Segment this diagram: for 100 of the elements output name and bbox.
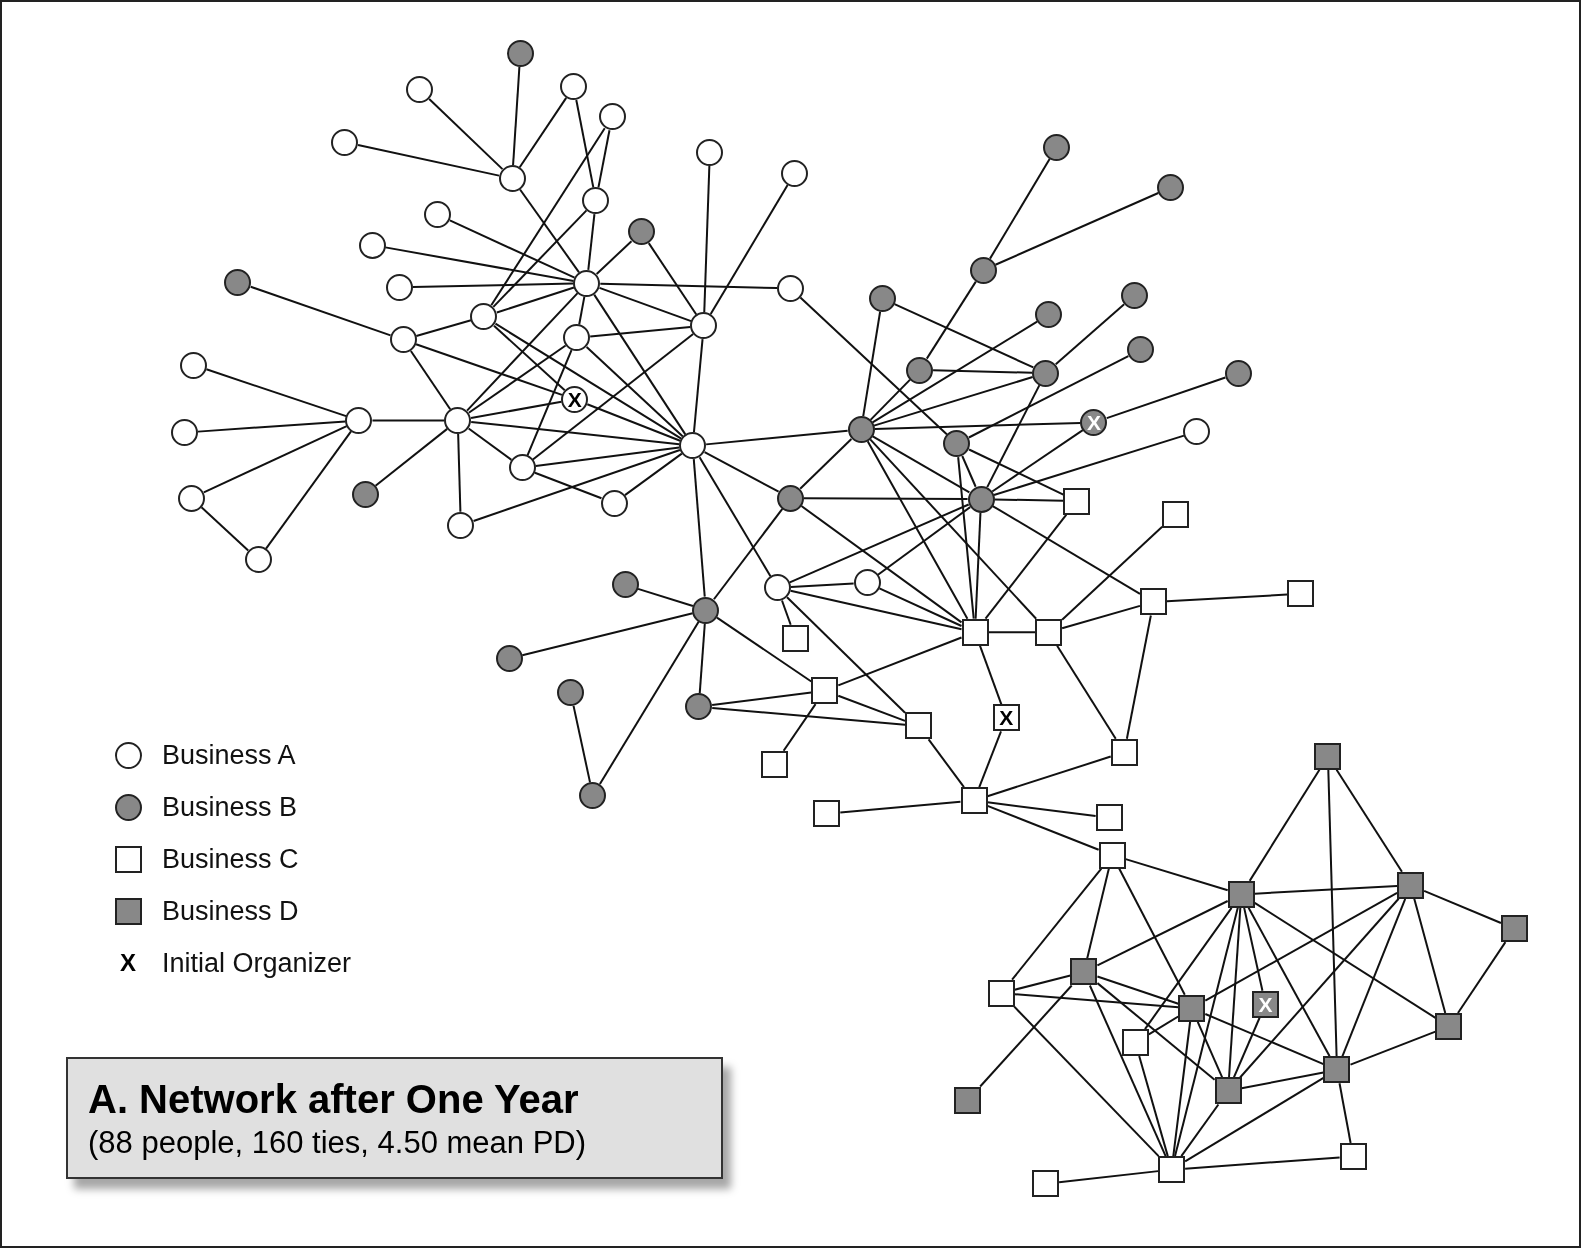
tie-line: [587, 213, 596, 271]
tie-line: [200, 506, 250, 552]
square-node: [905, 712, 933, 740]
tie-line: [1096, 900, 1229, 967]
tie-line: [1239, 897, 1400, 1079]
square-node: [1032, 1170, 1060, 1198]
tie-line: [1338, 1082, 1352, 1144]
tie-line: [589, 325, 692, 338]
tie-line: [1054, 303, 1126, 366]
tie-line: [492, 209, 588, 308]
tie-line: [374, 427, 449, 487]
tie-line: [512, 65, 521, 166]
tie-line: [531, 333, 695, 461]
square-node: [1323, 1056, 1351, 1084]
tie-line: [789, 589, 963, 631]
tie-line: [1341, 897, 1407, 1058]
tie-line: [457, 432, 462, 513]
tie-line: [1247, 906, 1331, 1058]
tie-line: [837, 694, 907, 722]
tie-line: [1240, 1071, 1325, 1090]
tie-line: [1172, 1020, 1192, 1158]
tie-line: [716, 616, 813, 683]
legend-symbol: X: [120, 948, 136, 978]
tie-line: [711, 691, 813, 707]
tie-line: [862, 310, 882, 418]
tie-line: [1144, 906, 1233, 1031]
square-node: [1070, 958, 1098, 986]
tie-line: [932, 369, 1034, 374]
tie-line: [786, 596, 907, 714]
tie-line: [927, 738, 965, 789]
tie-line: [1147, 1015, 1180, 1036]
square-node: [1178, 994, 1206, 1022]
square-node: [1435, 1012, 1463, 1040]
tie-line: [466, 292, 579, 412]
caption: (88 people, 160 ties, 4.50 mean PD): [88, 1123, 588, 1162]
tie-line: [799, 437, 853, 490]
tie-line: [384, 246, 575, 282]
tie-line: [578, 295, 586, 326]
tie-line: [428, 98, 504, 171]
legend-label: Business D: [162, 894, 299, 928]
square-node: [1063, 487, 1091, 515]
square-node: [961, 618, 989, 646]
tie-line: [837, 636, 963, 687]
tie-line: [599, 282, 778, 290]
tie-line: [984, 513, 1068, 620]
tie-line: [1327, 768, 1338, 1058]
tie-line: [572, 704, 592, 784]
tie-line: [1013, 974, 1072, 991]
square-node: [1035, 618, 1063, 646]
tie-line: [470, 400, 563, 420]
tie-line: [197, 420, 347, 433]
tie-line: [357, 144, 500, 177]
square-node: [1339, 1143, 1367, 1170]
tie-line: [1011, 867, 1103, 981]
tie-line: [1243, 906, 1264, 992]
tie-line: [993, 498, 1065, 502]
tie-line: [789, 582, 855, 589]
tie-line: [803, 497, 969, 501]
tie-line: [1253, 885, 1399, 895]
tie-line: [637, 587, 694, 607]
tie-line: [986, 755, 1112, 798]
tie-line: [575, 98, 595, 189]
square-node: [760, 750, 788, 778]
tie-line: [526, 349, 573, 457]
tie-line: [869, 438, 1038, 620]
square-node: [1397, 871, 1425, 899]
square-node: [987, 979, 1015, 1007]
tie-line: [986, 801, 1097, 817]
tie-line: [411, 282, 575, 289]
tie-line: [1253, 901, 1437, 1019]
tie-line: [873, 376, 1034, 427]
tie-line: [978, 644, 1003, 706]
tie-line: [1088, 984, 1167, 1158]
tie-line: [1174, 906, 1239, 1158]
tie-line: [1204, 1013, 1325, 1066]
tie-line: [1096, 982, 1216, 1081]
tie-line: [1413, 897, 1447, 1014]
tie-line: [799, 296, 948, 436]
square-node: X: [992, 704, 1020, 732]
tie-line: [1061, 525, 1164, 621]
tie-line: [1058, 1170, 1160, 1184]
square-node: [811, 677, 839, 705]
tie-line: [711, 707, 907, 726]
tie-line: [698, 622, 706, 695]
square-node: X: [1251, 990, 1279, 1018]
tie-line: [877, 506, 972, 576]
tie-line: [595, 240, 633, 276]
tie-line: [415, 343, 563, 396]
square-node: [813, 800, 841, 828]
tie-line: [1125, 614, 1152, 740]
tie-line: [1118, 867, 1186, 996]
tie-line: [987, 631, 1037, 634]
tie-line: [371, 419, 446, 422]
tie-line: [1124, 858, 1229, 892]
square-node: [1227, 880, 1255, 908]
tie-line: [869, 378, 912, 421]
tie-line: [957, 456, 975, 620]
square-node: [1500, 915, 1528, 943]
tie-line: [597, 129, 611, 189]
square-node: [782, 624, 810, 652]
